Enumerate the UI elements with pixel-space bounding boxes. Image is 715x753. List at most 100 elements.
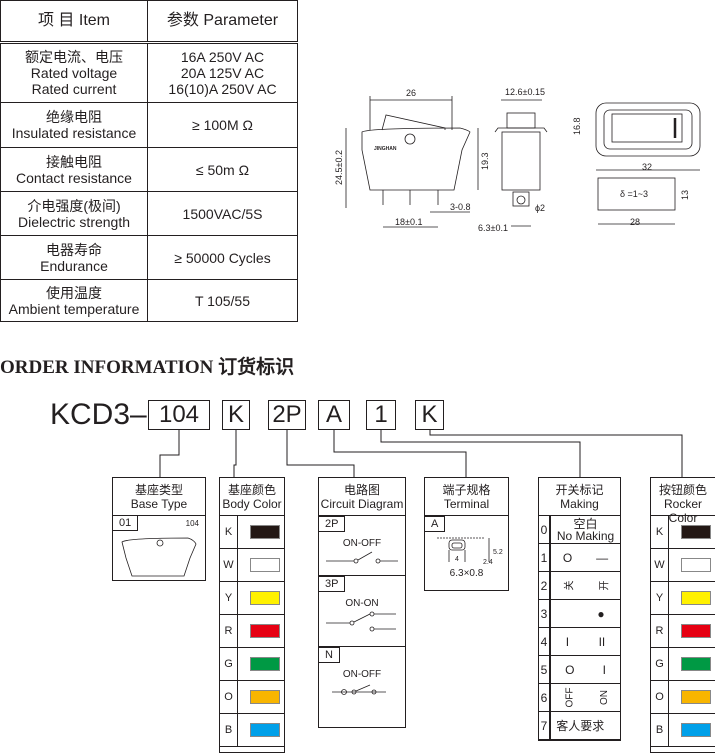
color-swatch bbox=[681, 525, 711, 539]
making-symbol-right: No Making bbox=[556, 528, 615, 543]
dimension-drawing: 26 24.5±0.2 19.3 18±0.1 3-0.8 12.6±0.15 … bbox=[334, 87, 701, 233]
dim-depth: 12.6±0.15 bbox=[505, 87, 545, 97]
making-code: 6 bbox=[539, 684, 551, 711]
body-color-row-O: O bbox=[220, 681, 284, 714]
value-cell: ≥ 50000 Cycles bbox=[147, 235, 298, 280]
svg-text:2.4: 2.4 bbox=[483, 559, 493, 566]
dim-body-height: 19.3 bbox=[480, 152, 490, 170]
dim-panel-height: 16.8 bbox=[572, 117, 582, 135]
value-cell: ≥ 100M Ω bbox=[147, 102, 298, 148]
color-swatch bbox=[681, 624, 711, 638]
color-code: Y bbox=[651, 582, 669, 614]
color-swatch bbox=[250, 591, 280, 605]
making-row-3: 3● bbox=[539, 600, 620, 628]
color-swatch bbox=[250, 558, 280, 572]
color-code: O bbox=[651, 681, 669, 713]
making-code: 0 bbox=[539, 516, 551, 543]
color-code: K bbox=[651, 516, 669, 548]
brand-logo: JINGHAN bbox=[374, 146, 397, 152]
body-color-row-Y: Y bbox=[220, 582, 284, 615]
dim-cutout-width: 28 bbox=[630, 217, 640, 227]
color-code: R bbox=[220, 615, 238, 647]
base-illustration bbox=[121, 537, 197, 577]
dim-hole: ϕ2 bbox=[535, 203, 545, 213]
item-cell: 介电强度(极间)Dielectric strength bbox=[0, 191, 148, 236]
code-circuit: 2P bbox=[268, 400, 306, 430]
color-code: O bbox=[220, 681, 238, 713]
rocker-color-row-R: R bbox=[651, 615, 715, 648]
making-code: 5 bbox=[539, 656, 551, 683]
body-color-row-G: G bbox=[220, 648, 284, 681]
switch-symbol-icon bbox=[326, 551, 398, 564]
code-terminal: A bbox=[318, 400, 350, 430]
circuit-n: N ON-OFF bbox=[319, 647, 405, 727]
code-body-color: K bbox=[222, 400, 250, 430]
rocker-color-row-Y: Y bbox=[651, 582, 715, 615]
color-swatch bbox=[250, 525, 280, 539]
color-code: R bbox=[651, 615, 669, 647]
rocker-color-row-O: O bbox=[651, 681, 715, 714]
switch-symbol-icon bbox=[326, 611, 396, 632]
front-view bbox=[345, 96, 479, 228]
dim-height: 24.5±0.2 bbox=[334, 150, 344, 185]
body-color-row-K: K bbox=[220, 516, 284, 549]
circuit-3p: 3P ON-ON bbox=[319, 576, 405, 647]
color-swatch bbox=[250, 624, 280, 638]
rocker-color-row-W: W bbox=[651, 549, 715, 582]
code-making: 1 bbox=[366, 400, 396, 430]
color-code: B bbox=[220, 714, 238, 746]
base-label: 104 bbox=[185, 519, 199, 528]
code-rocker-color: K bbox=[415, 400, 444, 430]
color-swatch bbox=[250, 690, 280, 704]
making-code: 4 bbox=[539, 628, 551, 655]
color-code: Y bbox=[220, 582, 238, 614]
model-prefix: KCD3– bbox=[50, 398, 147, 431]
making-symbol-right: ● bbox=[597, 606, 605, 621]
color-swatch bbox=[681, 723, 711, 737]
body-color-row-W: W bbox=[220, 549, 284, 582]
side-view bbox=[494, 99, 548, 227]
color-code: B bbox=[651, 714, 669, 746]
dim-pin: 3-0.8 bbox=[450, 202, 471, 212]
making-symbol-left: I bbox=[565, 634, 570, 649]
color-code: G bbox=[651, 648, 669, 680]
header-parameter: 参数 Parameter bbox=[147, 0, 298, 44]
making-symbol-left: 空白 bbox=[573, 516, 598, 531]
rocker-color-row-B: B bbox=[651, 714, 715, 747]
body-color-row-R: R bbox=[220, 615, 284, 648]
making-code: 1 bbox=[539, 544, 551, 571]
body-color-row-B: B bbox=[220, 714, 284, 747]
color-code: W bbox=[220, 549, 238, 581]
rocker-color-row-G: G bbox=[651, 648, 715, 681]
rocker-color-row-K: K bbox=[651, 516, 715, 549]
circuit-2p: 2P ON-OFF bbox=[319, 516, 405, 576]
svg-text:5.2: 5.2 bbox=[493, 549, 503, 556]
making-code: 3 bbox=[539, 600, 551, 627]
dim-panel-width: 32 bbox=[642, 162, 652, 172]
svg-text:4: 4 bbox=[455, 556, 459, 563]
switch-symbol-icon bbox=[332, 684, 386, 695]
making-symbol-right: I bbox=[602, 662, 606, 677]
color-code: G bbox=[220, 648, 238, 680]
value-cell: 1500VAC/5S bbox=[147, 191, 298, 236]
top-view bbox=[595, 102, 701, 225]
dim-thickness: δ =1~3 bbox=[620, 189, 648, 199]
